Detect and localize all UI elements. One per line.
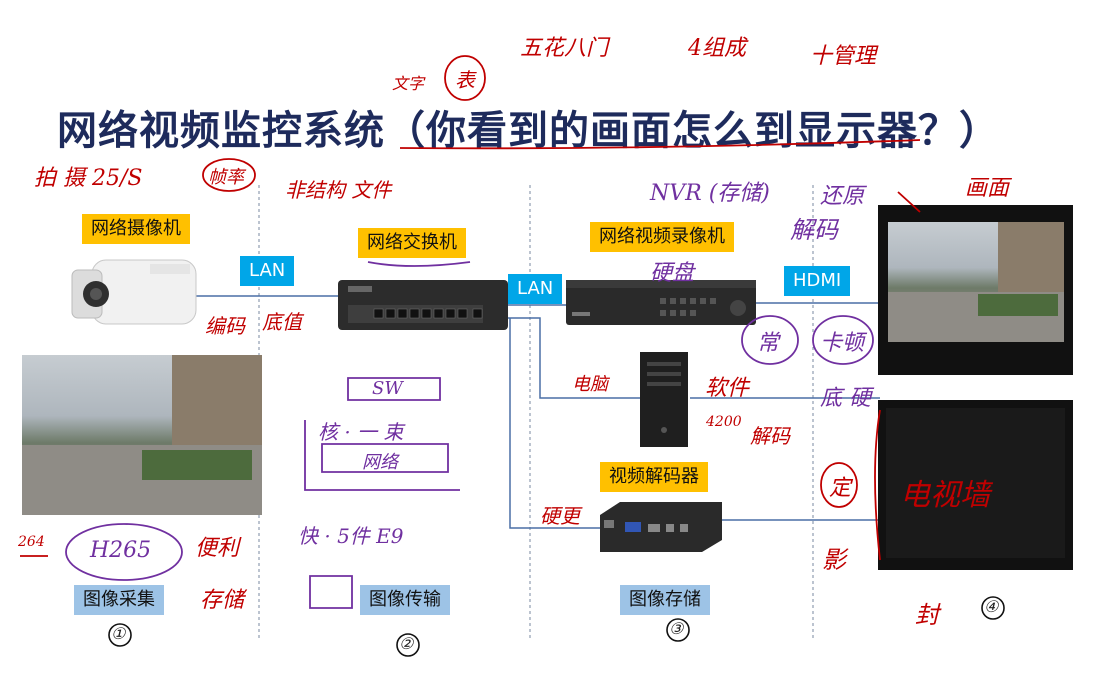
hw-management: 十管理 — [810, 44, 877, 69]
nvr-icon — [566, 280, 756, 325]
label-switch: 网络交换机 — [358, 228, 466, 258]
hw-frame-rate: 帧率 — [208, 167, 244, 188]
hw-circle-table: 表 — [455, 68, 475, 92]
cable-switch-pc — [505, 317, 640, 399]
page-title: 网络视频监控系统（你看到的画面怎么到显示器？） — [57, 108, 1000, 154]
switch-icon — [338, 280, 508, 330]
hw-circle-fixed: 定 — [829, 476, 852, 501]
label-image-storage: 图像存储 — [620, 585, 710, 615]
hw-decode-2: 解码 — [750, 424, 790, 448]
monitor-bottom-icon — [878, 400, 1073, 570]
label-lan-1: LAN — [240, 256, 295, 286]
hw-unstructured-file: 非结构 文件 — [285, 178, 392, 202]
red-strokes — [20, 55, 921, 561]
hw-text: 文字 — [392, 74, 425, 93]
hw-shoot-rate: 拍 摄 25/S — [34, 166, 143, 191]
camera-icon — [71, 259, 197, 325]
hw-shadow: 影 — [822, 546, 846, 574]
hw-fast: 快 · 5件 E9 — [298, 524, 404, 548]
hw-hard-decode: 硬更 — [540, 504, 580, 528]
purple-strokes — [65, 261, 874, 609]
hw-step-1: ① — [111, 624, 126, 643]
cable-switch-decoder — [509, 318, 600, 529]
pc-tower-icon — [640, 352, 688, 447]
hw-computer: 电脑 — [572, 374, 608, 395]
hw-core-bundle: 核 · 一 束 — [318, 420, 404, 444]
hw-nvr-storage: NVR (存储) — [650, 181, 770, 206]
hw-picture: 画面 — [965, 176, 1010, 201]
label-decoder: 视频解码器 — [600, 462, 708, 492]
hw-software: 软件 — [705, 376, 750, 401]
hw-sw-box: SW — [372, 378, 403, 399]
hw-convenient: 便利 — [195, 536, 240, 561]
hw-circle-lag: 卡顿 — [820, 331, 865, 356]
decoder-icon — [600, 502, 722, 552]
hw-step-3: ③ — [669, 619, 684, 638]
monitor-screen-image — [888, 222, 1064, 342]
hw-seal: 封 — [915, 601, 939, 629]
hw-composition: 4组成 — [688, 36, 746, 61]
label-hdmi: HDMI — [784, 266, 851, 296]
hw-step-2: ② — [399, 634, 414, 653]
hw-store: 存储 — [200, 588, 245, 613]
hw-circle-common: 常 — [757, 331, 780, 356]
hw-h265: H265 — [90, 538, 152, 563]
hw-hard-disk: 硬盘 — [650, 261, 695, 286]
hw-network-sub: 网络 — [362, 452, 398, 473]
label-nvr: 网络视频录像机 — [590, 222, 734, 252]
label-image-collect: 图像采集 — [74, 585, 164, 615]
label-image-transfer: 图像传输 — [360, 585, 450, 615]
hw-decode: 解码 — [790, 216, 838, 244]
hw-step-4: ④ — [984, 597, 999, 616]
label-camera: 网络摄像机 — [82, 214, 190, 244]
hw-restore: 还原 — [820, 184, 865, 209]
hw-encode: 编码 — [205, 314, 245, 338]
hw-tv-wall: 电视墙 — [900, 478, 990, 513]
hw-hardware: 底 硬 — [820, 386, 871, 411]
camera-snapshot-image — [22, 355, 262, 515]
label-lan-2: LAN — [508, 274, 563, 304]
hw-bottom-value: 底值 — [262, 310, 302, 334]
black-strokes — [108, 596, 1005, 657]
hw-varied: 五花八门 — [520, 36, 609, 61]
hw-number-264: 264 — [18, 534, 45, 550]
hw-number-4200: 4200 — [706, 414, 742, 430]
